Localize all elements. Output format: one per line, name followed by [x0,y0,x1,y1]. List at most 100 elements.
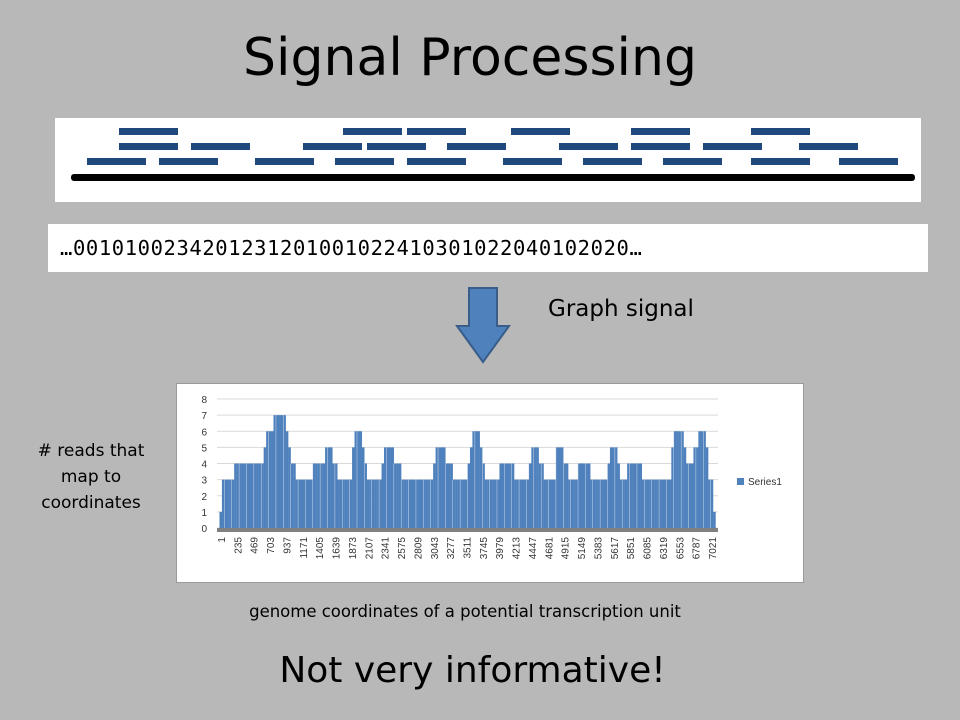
y-axis-note: # reads that map to coordinates [37,441,145,513]
data-bar [573,479,576,529]
data-bar [506,463,510,528]
data-bar [528,463,532,528]
data-bar [379,479,382,529]
data-bar [666,479,670,529]
data-bar [447,463,451,528]
data-bar [605,479,608,529]
footer-caption: Not very informative! [279,650,666,691]
data-bar [239,463,242,528]
data-bar [413,479,417,529]
x-tick-label: 2575 [397,537,408,560]
read-bar [751,128,810,135]
x-axis-baseline [217,528,718,532]
data-bar [433,463,436,528]
data-bar [359,431,363,528]
data-bar [415,479,419,529]
x-tick-label: 3043 [430,537,441,560]
data-bar [617,463,620,528]
data-bar [558,447,561,529]
data-bar [467,463,471,528]
data-bar [236,463,240,528]
data-bar [472,431,476,528]
x-tick-label: 703 [266,537,277,554]
data-bar [234,463,237,528]
data-bar [568,479,571,529]
y-tick-label: 0 [201,524,207,535]
y-tick-label: 2 [201,492,207,503]
data-bar [435,447,439,529]
data-bar [445,463,449,528]
x-tick-label: 3745 [479,537,490,560]
y-tick-label: 6 [201,427,207,438]
data-bar [619,479,623,529]
data-bar [597,479,601,529]
data-bar [673,431,677,528]
read-bar [799,143,858,150]
data-bar [484,479,488,529]
read-bar [407,158,466,165]
data-bar [241,463,245,528]
y-tick-label: 3 [201,476,207,487]
data-bar [592,479,596,529]
data-bar [678,431,682,528]
data-bar [690,463,694,528]
genome-line [71,174,915,181]
data-bar [302,479,306,529]
data-bar [403,479,407,529]
data-bar [575,479,579,529]
data-bar [298,479,301,529]
data-bar [632,463,635,528]
data-bar [229,479,232,529]
data-bar [384,447,387,529]
data-bar [460,479,463,529]
data-bar [327,447,331,529]
data-bar [614,447,618,529]
data-bar [676,431,679,528]
data-bar [320,463,323,528]
read-bar [367,143,426,150]
read-bar [303,143,362,150]
read-bar [335,158,394,165]
data-bar [477,431,480,528]
data-bar [268,431,272,528]
data-bar [700,431,704,528]
data-bar [452,479,456,529]
read-bar [503,158,562,165]
data-bar [317,463,321,528]
legend-label: Series1 [748,477,782,488]
x-tick-label: 937 [283,537,294,554]
data-bar [295,479,299,529]
data-bar [288,447,291,529]
data-bar [275,415,279,529]
data-bar [516,479,520,529]
legend-swatch [737,478,744,485]
data-bar [425,479,429,529]
data-bar [668,479,672,529]
x-tick-label: 6553 [675,537,686,560]
x-tick-label: 4915 [561,537,572,560]
data-bar [683,447,687,529]
x-tick-label: 7021 [708,537,719,560]
data-bar [423,479,426,529]
data-bar [663,479,667,529]
data-bar [256,463,259,528]
sequencing-reads-panel [55,118,921,202]
read-bar [839,158,898,165]
x-tick-label: 6319 [659,537,670,560]
data-bar [258,463,262,528]
data-bar [411,479,414,529]
data-bar [521,479,525,529]
data-bar [440,447,444,529]
data-bar [654,479,657,529]
x-tick-label: 5851 [626,537,637,560]
x-tick-label: 3979 [495,537,506,560]
x-tick-label: 1 [217,537,228,543]
data-bar [442,447,446,529]
data-bar [661,479,665,529]
data-bar [649,479,652,529]
data-bar [406,479,409,529]
data-bar [710,479,714,529]
data-bar [398,463,402,528]
